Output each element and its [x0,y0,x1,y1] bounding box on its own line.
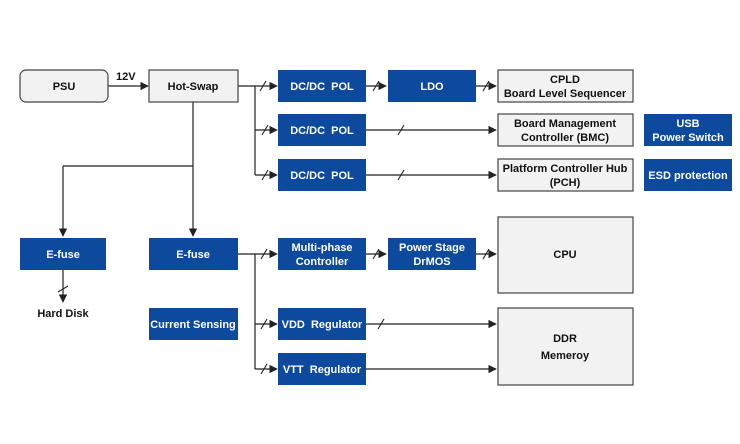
ldo-label: LDO [420,81,444,93]
dcdc-pol-3-label: DC/DC POL [290,170,354,182]
ddr-label-2: Memeroy [541,350,590,362]
current-sensing-node: Current Sensing [149,308,238,340]
vdd-regulator-node: VDD Regulator [278,308,366,340]
vtt-regulator-node: VTT Regulator [278,353,366,385]
power-stage-node: Power Stage DrMOS [388,238,476,270]
efuse-mid-label: E-fuse [176,249,210,261]
multiphase-label-1: Multi-phase [291,242,352,254]
bmc-label-1: Board Management [514,118,616,130]
bus-slashes [57,80,490,375]
efuse-mid-node: E-fuse [149,238,238,270]
cpld-label-1: CPLD [550,74,580,86]
esd-label: ESD protection [648,170,728,182]
cpu-node: CPU [497,216,634,294]
usb-power-switch-node: USB Power Switch [644,114,732,146]
dcdc-pol-2-node: DC/DC POL [278,114,366,146]
dcdc-pol-1-label: DC/DC POL [290,81,354,93]
cpld-label-2: Board Level Sequencer [504,88,627,100]
hard-disk-label: Hard Disk [37,308,89,320]
pch-node: Platform Controller Hub (PCH) [497,158,634,192]
cpu-label: CPU [553,249,576,261]
ddr-memory-node: DDR Memeroy [497,307,634,386]
usb-label-1: USB [676,118,699,130]
esd-protection-node: ESD protection [644,159,732,191]
multiphase-controller-node: Multi-phase Controller [278,238,366,270]
pch-label-1: Platform Controller Hub [503,163,628,175]
multiphase-label-2: Controller [296,256,349,268]
pch-label-2: (PCH) [550,177,581,189]
efuse-left-label: E-fuse [46,249,80,261]
dcdc-pol-1-node: DC/DC POL [278,70,366,102]
bmc-label-2: Controller (BMC) [521,132,609,144]
vdd-regulator-label: VDD Regulator [282,319,363,331]
hot-swap-label: Hot-Swap [168,81,219,93]
power-stage-label-2: DrMOS [413,256,450,268]
power-stage-label-1: Power Stage [399,242,465,254]
bmc-node: Board Management Controller (BMC) [497,113,634,147]
psu-node: PSU [19,69,109,103]
vtt-regulator-label: VTT Regulator [283,364,362,376]
psu-label: PSU [53,81,76,93]
efuse-left-node: E-fuse [20,238,106,270]
hot-swap-node: Hot-Swap [148,69,239,103]
ldo-node: LDO [388,70,476,102]
current-sensing-label: Current Sensing [150,319,236,331]
dcdc-pol-3-node: DC/DC POL [278,159,366,191]
cpld-node: CPLD Board Level Sequencer [497,69,634,103]
dcdc-pol-2-label: DC/DC POL [290,125,354,137]
usb-label-2: Power Switch [652,132,724,144]
voltage-label: 12V [116,71,136,83]
ddr-label-1: DDR [553,333,577,345]
